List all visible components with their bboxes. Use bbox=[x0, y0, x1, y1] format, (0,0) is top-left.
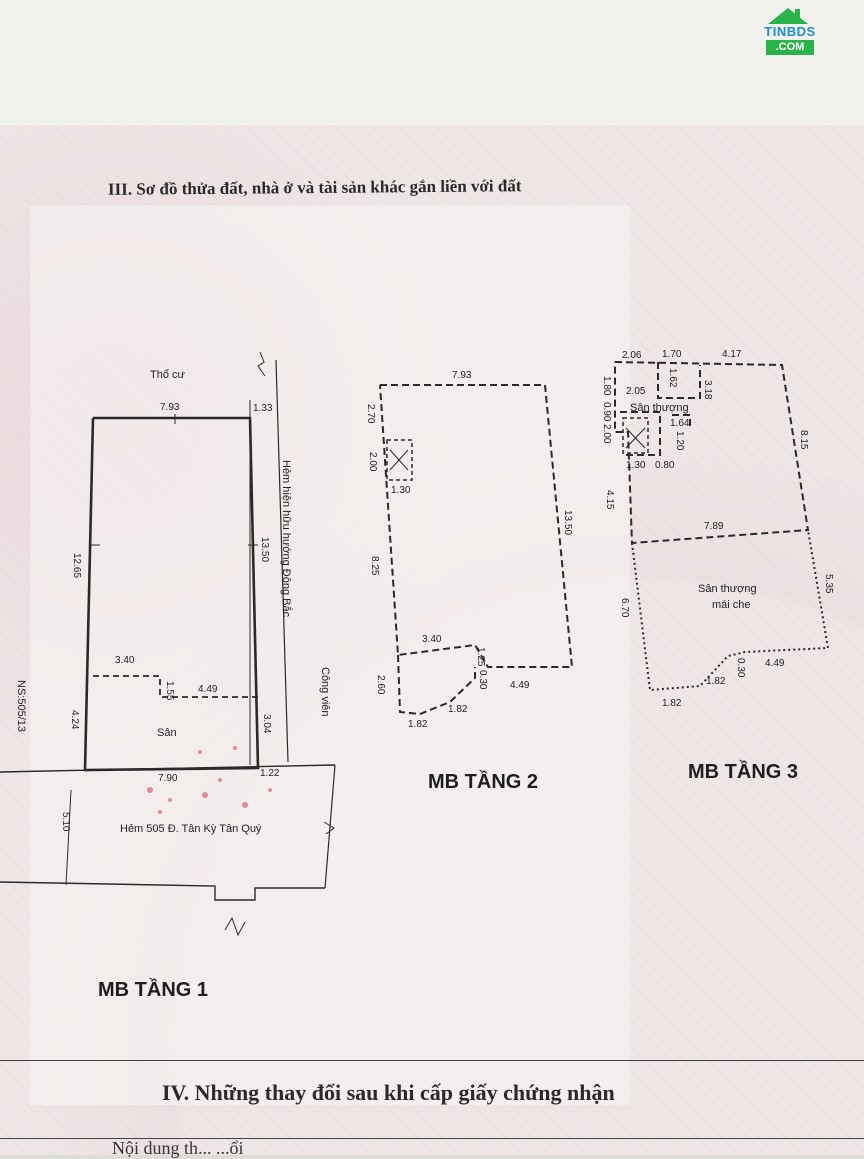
dim: 13.50 bbox=[259, 537, 270, 562]
section-4-subtitle: Nội dung th... ...ổi bbox=[112, 1138, 244, 1158]
floor-2-title: MB TẦNG 2 bbox=[428, 770, 538, 793]
watermark-text: TINBDS bbox=[764, 24, 816, 39]
dim: 1.70 bbox=[662, 349, 682, 360]
dim: 7.93 bbox=[160, 402, 180, 413]
dim: 1.62 bbox=[667, 368, 678, 388]
floor-3-title: MB TẦNG 3 bbox=[688, 760, 798, 783]
dim: 1.30 bbox=[626, 460, 646, 471]
dim: 3.40 bbox=[422, 634, 442, 645]
dim: 13.50 bbox=[562, 510, 573, 535]
dim: 1.30 bbox=[391, 485, 411, 496]
dim: 2.70 bbox=[365, 404, 376, 424]
dim: 3.18 bbox=[702, 380, 713, 400]
dim: 0.80 bbox=[655, 460, 675, 471]
dim: 7.93 bbox=[452, 370, 472, 381]
dim: 3.40 bbox=[115, 655, 135, 666]
dim: 3.04 bbox=[261, 714, 272, 734]
dim: 0.30 bbox=[477, 670, 488, 690]
dim: 2.00 bbox=[601, 424, 612, 444]
dim: 2.00 bbox=[367, 452, 378, 472]
dim: 2.06 bbox=[622, 350, 642, 361]
dim: 1.20 bbox=[674, 431, 685, 451]
dim: 1.25 bbox=[475, 647, 486, 667]
dim: 4.49 bbox=[765, 658, 785, 669]
dim: 6.70 bbox=[619, 598, 630, 618]
floor-1-stains bbox=[147, 746, 272, 814]
stair-symbol bbox=[625, 427, 646, 449]
covered-terrace-label: Sân thượng bbox=[698, 583, 757, 595]
section-divider bbox=[0, 1138, 864, 1139]
watermark-logo: TINBDS .COM bbox=[758, 6, 822, 64]
watermark-domain: .COM bbox=[766, 40, 814, 55]
dim: 0.90 bbox=[601, 402, 612, 422]
dim: 7.89 bbox=[704, 521, 724, 532]
section-4-title: IV. Những thay đổi sau khi cấp giấy chứn… bbox=[162, 1080, 615, 1105]
dim: 8.15 bbox=[798, 430, 809, 450]
plan-area bbox=[30, 205, 630, 1105]
dim: 4.49 bbox=[198, 684, 218, 695]
floor-2-plan bbox=[379, 384, 574, 716]
dim: 1.82 bbox=[448, 704, 468, 715]
stair-symbol bbox=[389, 449, 409, 471]
dim: 5.35 bbox=[823, 574, 834, 594]
dim: 1.82 bbox=[662, 698, 682, 709]
dim: 7.90 bbox=[158, 773, 178, 784]
dim: 4.49 bbox=[510, 680, 530, 691]
dim: 2.05 bbox=[626, 386, 646, 397]
dim: 1.82 bbox=[408, 719, 428, 730]
dim: 1.33 bbox=[253, 403, 273, 414]
dim: 1.82 bbox=[706, 676, 726, 687]
floor-1-neighbor: Thổ cư bbox=[150, 369, 186, 381]
floor-1-plan bbox=[0, 351, 336, 937]
dim: 1.55 bbox=[164, 681, 175, 701]
dim: 1.64 bbox=[670, 418, 690, 429]
street-label: Hẻm 505 Đ. Tân Kỳ Tân Quý bbox=[120, 823, 262, 835]
alley-label: Hẻm hiện hữu hướng Đông Bắc bbox=[280, 460, 293, 618]
house-number: NS:505/13 bbox=[15, 680, 27, 732]
dim: 1.80 bbox=[601, 376, 612, 396]
dim: 5.10 bbox=[60, 812, 71, 832]
park-label: Công viên bbox=[319, 667, 331, 717]
dim: 12.65 bbox=[71, 553, 82, 578]
dim: 2.60 bbox=[375, 675, 386, 695]
dim: 4.24 bbox=[69, 710, 80, 730]
terrace-label: Sân thượng bbox=[630, 402, 689, 414]
section-divider bbox=[0, 1060, 864, 1061]
dim: 1.22 bbox=[260, 768, 280, 779]
dim: 8.25 bbox=[369, 556, 380, 576]
dim: 0.30 bbox=[735, 658, 746, 678]
dim: 4.15 bbox=[604, 490, 615, 510]
dim: 4.17 bbox=[722, 349, 742, 360]
covered-terrace-label-2: mái che bbox=[712, 599, 751, 611]
floor-1-title: MB TẦNG 1 bbox=[98, 978, 208, 1001]
yard-label: Sân bbox=[157, 727, 177, 739]
house-icon bbox=[768, 8, 808, 24]
